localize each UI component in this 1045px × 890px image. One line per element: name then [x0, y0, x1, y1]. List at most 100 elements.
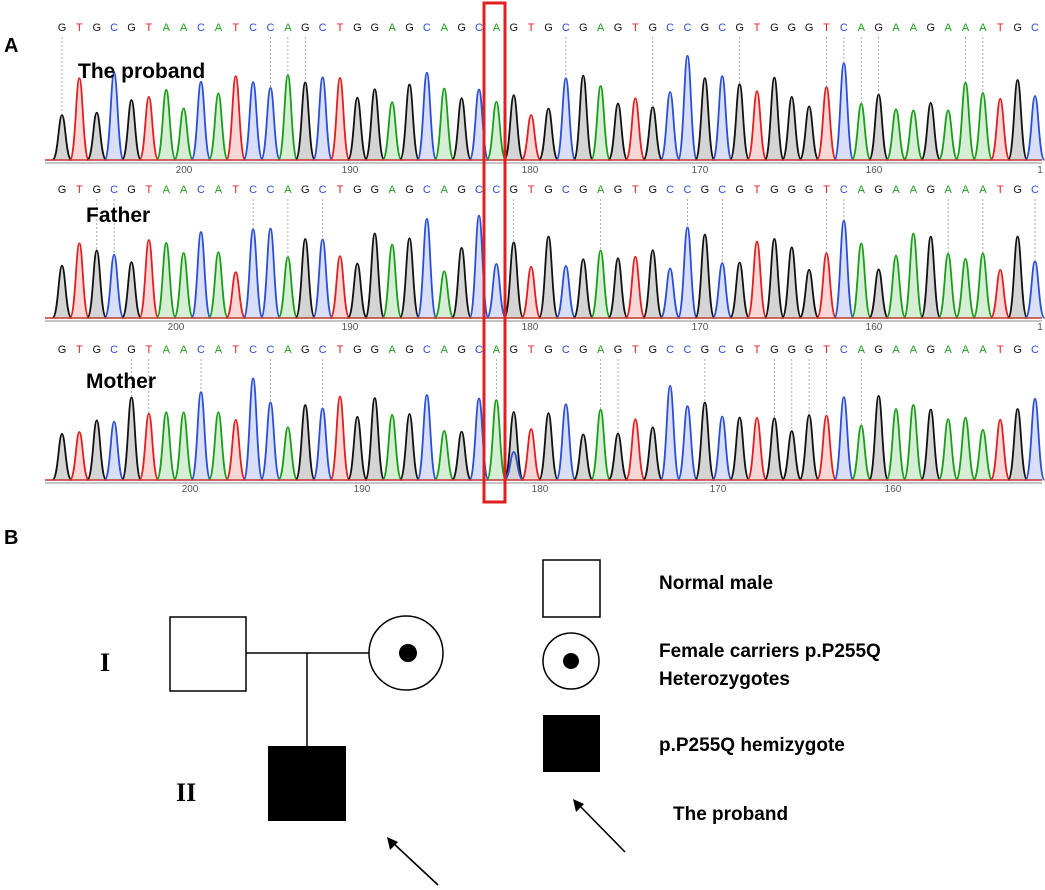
- trace-peak: [520, 428, 542, 481]
- trace-peak: [364, 397, 386, 481]
- base-letter: G: [926, 22, 935, 34]
- base-letter: G: [805, 22, 814, 34]
- base-letter: G: [58, 344, 67, 356]
- trace-peak: [520, 114, 542, 161]
- trace-peak: [902, 232, 924, 319]
- trace-peak: [260, 227, 281, 319]
- axis-tick-label: 190: [354, 484, 371, 495]
- base-letter: C: [197, 344, 205, 356]
- trace-peak: [572, 74, 594, 161]
- legend-normal-male-symbol: [542, 559, 601, 618]
- base-letter: G: [544, 22, 553, 34]
- trace-peak: [260, 401, 281, 481]
- base-letter: T: [754, 184, 761, 196]
- base-letter: A: [180, 184, 188, 196]
- base-letter: A: [215, 184, 223, 196]
- base-letter: T: [528, 22, 535, 34]
- trace-peak: [781, 430, 803, 481]
- base-letter: A: [892, 184, 900, 196]
- base-letter: T: [337, 344, 344, 356]
- track-label-father: Father: [86, 204, 150, 227]
- base-letter: C: [718, 344, 726, 356]
- base-letter: G: [1013, 184, 1022, 196]
- trace-peak: [555, 403, 577, 481]
- base-letter: C: [1031, 22, 1039, 34]
- trace-peak: [868, 93, 890, 161]
- base-letter: A: [892, 22, 900, 34]
- trace-peak: [312, 407, 334, 481]
- trace-peak: [242, 228, 264, 319]
- trace-peak: [485, 398, 507, 481]
- trace-peak: [381, 414, 403, 481]
- legend-hemizygote-label: p.P255Q hemizygote: [659, 735, 845, 756]
- trace-peak: [468, 88, 490, 161]
- base-letter: A: [858, 22, 866, 34]
- base-letter: C: [666, 344, 674, 356]
- trace-peak: [433, 270, 455, 319]
- trace-peak: [677, 405, 698, 481]
- base-letter: A: [493, 22, 501, 34]
- base-letter: G: [735, 344, 744, 356]
- trace-peak: [277, 74, 299, 161]
- trace-peak: [868, 268, 890, 319]
- base-letter: G: [509, 22, 518, 34]
- base-letter: A: [944, 184, 952, 196]
- base-letter: G: [735, 22, 744, 34]
- trace-peak: [850, 242, 872, 319]
- trace-peak: [902, 109, 924, 161]
- trace-peak: [399, 413, 420, 481]
- axis-tick-label: 190: [342, 165, 359, 176]
- panel-label-b: B: [4, 527, 18, 549]
- trace-peak: [138, 412, 160, 481]
- trace-peak: [312, 238, 334, 319]
- trace-peak: [312, 76, 334, 161]
- trace-peak: [103, 71, 125, 161]
- base-letter: G: [405, 344, 414, 356]
- base-letter: C: [684, 184, 692, 196]
- trace-peak: [1007, 235, 1029, 319]
- trace-peak: [451, 430, 473, 481]
- trace-peak: [138, 95, 160, 161]
- base-letter: G: [301, 184, 310, 196]
- trace-peak: [816, 414, 837, 481]
- base-letter: A: [962, 22, 970, 34]
- base-letter: G: [701, 344, 710, 356]
- trace-peak: [451, 97, 473, 161]
- trace-peak: [399, 237, 420, 319]
- trace-peak: [572, 433, 594, 481]
- trace-peak: [833, 396, 855, 481]
- base-letter: C: [684, 22, 692, 34]
- trace-peak: [746, 416, 768, 481]
- mother-carrier-dot: [399, 644, 417, 662]
- base-letter: G: [770, 184, 779, 196]
- trace-peak: [381, 101, 403, 161]
- trace-peak: [51, 433, 73, 481]
- base-letter: T: [232, 184, 239, 196]
- base-letter: G: [874, 184, 883, 196]
- trace-peak: [451, 246, 473, 319]
- trace-peak: [485, 100, 507, 161]
- base-letter: T: [754, 344, 761, 356]
- axis-tick-label: 1: [1037, 165, 1043, 176]
- trace-peak: [1024, 260, 1045, 319]
- base-letter: G: [353, 344, 362, 356]
- base-letter: G: [926, 184, 935, 196]
- base-letter: G: [127, 184, 136, 196]
- base-letter: A: [979, 184, 987, 196]
- trace-peak: [51, 264, 73, 319]
- base-letter: G: [405, 22, 414, 34]
- trace-peak: [885, 408, 907, 481]
- trace-peak: [207, 92, 229, 161]
- trace-peak: [642, 426, 664, 481]
- trace-peak: [68, 242, 90, 319]
- base-letter: G: [544, 184, 553, 196]
- trace-peak: [920, 408, 942, 481]
- trace-peak: [503, 94, 525, 161]
- trace-peak: [155, 411, 177, 481]
- base-letter: T: [823, 22, 830, 34]
- legend-normal-male-label: Normal male: [659, 573, 773, 594]
- trace-peak: [1007, 79, 1029, 161]
- trace-peak: [624, 97, 646, 161]
